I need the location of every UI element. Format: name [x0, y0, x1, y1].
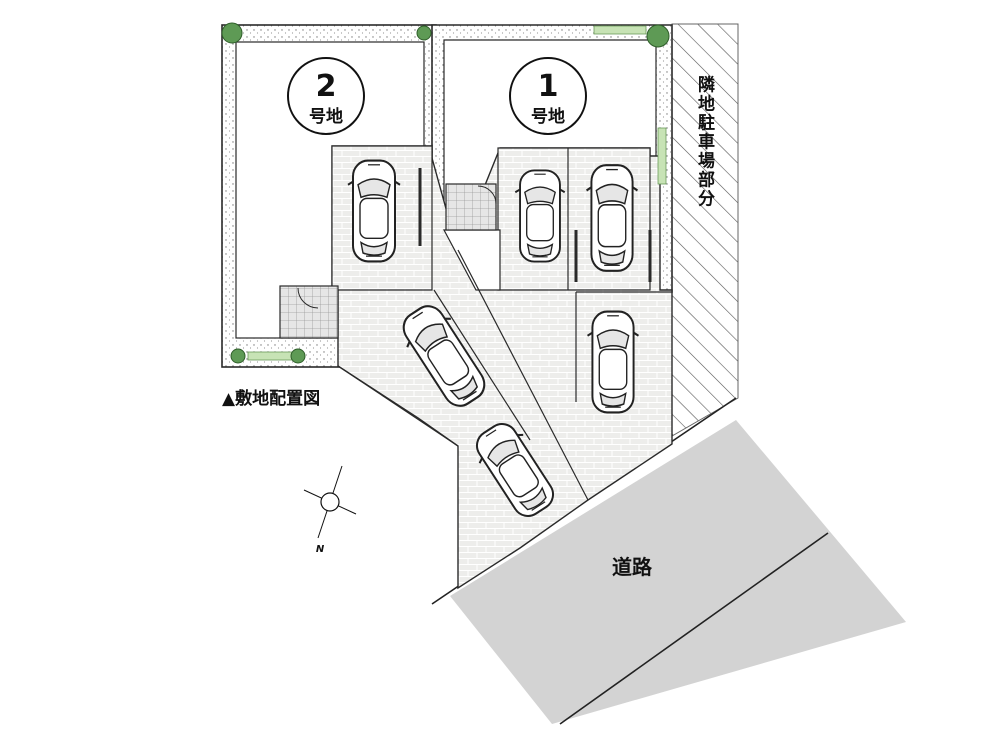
plot-1-badge: 1 号地	[509, 57, 587, 135]
plot-1-label: 号地	[531, 106, 565, 127]
north-label: N	[316, 544, 325, 555]
plot-2-number: 2	[316, 69, 337, 104]
plot-2-label: 号地	[309, 106, 343, 127]
car-center-right	[586, 310, 640, 414]
car-plot-2	[346, 159, 402, 263]
plot-2-badge: 2 号地	[287, 57, 365, 135]
car-plot-1-right	[585, 164, 639, 272]
site-plan-caption: ▲敷地配置図	[222, 388, 320, 409]
neighbor-parking-label: 隣地駐車場部分	[694, 74, 715, 208]
car-plot-1-left	[514, 169, 566, 263]
plot-1-number: 1	[538, 69, 559, 104]
plot-2-entrance	[279, 285, 339, 339]
road-label: 道路	[612, 555, 653, 579]
north-arrow-icon	[303, 465, 357, 539]
hedges	[247, 25, 667, 361]
plot-1-entrance	[445, 183, 497, 231]
trees	[221, 22, 670, 364]
